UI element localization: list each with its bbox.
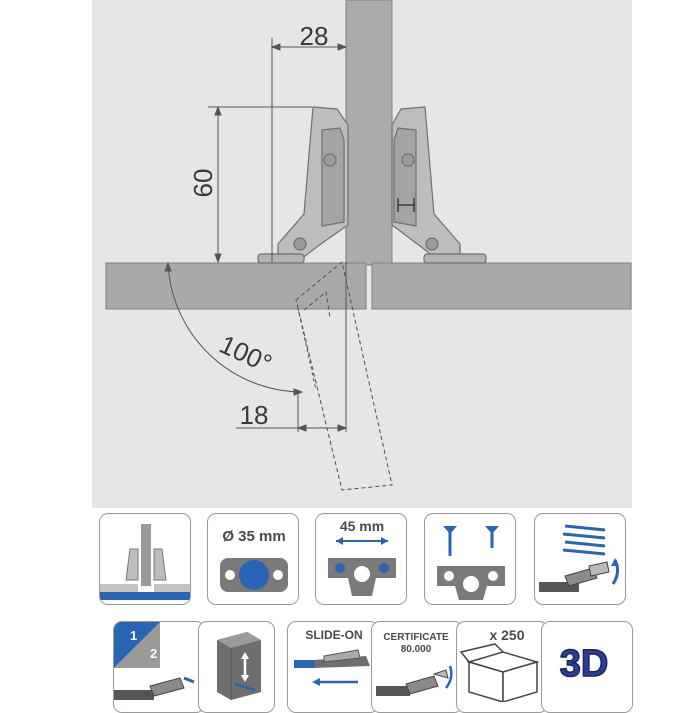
adjustment-icon: 1 2 (114, 622, 195, 700)
left-door-panel (105, 262, 367, 310)
soft-close-tile (534, 513, 626, 605)
right-door-panel (371, 262, 632, 310)
hinge-diagram: 28 60 100° 18 (92, 0, 632, 508)
right-hinge (391, 106, 487, 264)
3d-model-icon: 3D (559, 642, 609, 686)
dimension-height-label: 60 (188, 169, 218, 198)
hole-spacing-label: 45 mm (340, 518, 384, 534)
3d-model-tile: 3D (541, 621, 633, 713)
dimension-offset-label: 28 (300, 21, 329, 51)
box-adjustment-tile (198, 621, 275, 713)
hole-spacing-icon: 45 mm (328, 518, 396, 596)
opened-door (295, 261, 393, 491)
dimension-lines (164, 38, 348, 432)
cup-diameter-tile: Ø 35 mm (207, 513, 299, 605)
adjustment-step1: 1 (130, 628, 137, 643)
adjustment-tile: 1 2 (113, 621, 205, 713)
dimension-overlay-label: 18 (240, 400, 269, 430)
certificate-tile: CERTIFICATE 80.000 (371, 621, 463, 713)
screw-mounting-icon (437, 526, 505, 600)
cup-diameter-icon: Ø 35 mm (220, 528, 288, 592)
3d-adjustment-box-icon (217, 632, 261, 700)
screw-mounting-tile (424, 513, 516, 605)
slide-on-icon: SLIDE-ON (294, 628, 370, 686)
certificate-icon: CERTIFICATE 80.000 (376, 632, 453, 696)
slide-on-label: SLIDE-ON (305, 628, 362, 642)
package-quantity-icon: x 250 (459, 627, 540, 702)
overlay-type-tile (99, 513, 191, 605)
soft-close-spring-icon (539, 524, 620, 592)
package-tile: x 250 (456, 621, 548, 713)
side-panel (345, 0, 393, 266)
adjustment-step2: 2 (150, 646, 157, 661)
overlay-type-icon (100, 524, 190, 600)
3d-model-label: 3D (560, 643, 609, 685)
certificate-cycles: 80.000 (401, 644, 432, 655)
cup-diameter-label: Ø 35 mm (222, 528, 285, 545)
left-hinge (257, 106, 349, 264)
package-quantity-label: x 250 (489, 627, 524, 643)
hole-spacing-tile: 45 mm (315, 513, 407, 605)
certificate-label: CERTIFICATE (383, 632, 449, 643)
slide-on-tile: SLIDE-ON (287, 621, 379, 713)
